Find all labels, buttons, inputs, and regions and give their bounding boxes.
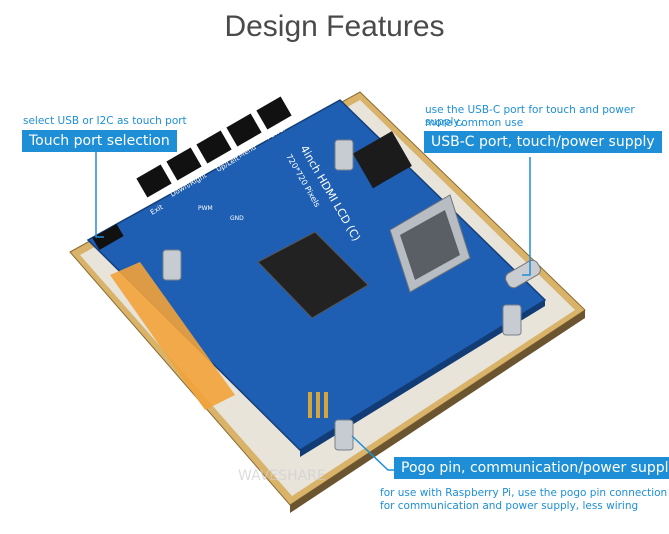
lcd-panel-edge: [290, 310, 585, 513]
usbc-desc-line1: use the USB-C port for touch and power s…: [425, 104, 635, 128]
usbc-desc-line2: more common use: [425, 117, 524, 129]
touch-port-desc: select USB or I2C as touch port: [23, 115, 187, 127]
pogo-desc-line1: for use with Raspberry Pi, use the pogo …: [380, 487, 668, 499]
pin-label-gnd: GND: [230, 215, 244, 222]
pin-label-pwm: PWM: [198, 205, 213, 212]
page-title: Design Features: [224, 10, 445, 43]
pogo-label: Pogo pin, communication/power supply: [394, 457, 669, 479]
pogo-connector: [351, 435, 396, 471]
usbc-connector: [522, 157, 531, 276]
pogo-pins: [308, 392, 328, 418]
touch-port-selector: [92, 223, 124, 251]
touch-port-label: Touch port selection: [22, 130, 177, 152]
usbc-port: [505, 259, 541, 289]
standoffs: [162, 139, 522, 451]
button-row: [136, 96, 292, 198]
audio-jack: [352, 131, 412, 189]
usbc-label: USB-C port, touch/power supply: [424, 131, 662, 153]
watermark: WAVESHARE: [238, 468, 326, 484]
main-chip: [257, 231, 369, 319]
flex-cable: [110, 262, 235, 410]
pogo-desc-line2: for communication and power supply, less…: [380, 500, 639, 512]
hdmi-port-inner: [400, 210, 460, 280]
pcb-edge: [300, 300, 545, 457]
touch-port-connector: [95, 151, 104, 238]
